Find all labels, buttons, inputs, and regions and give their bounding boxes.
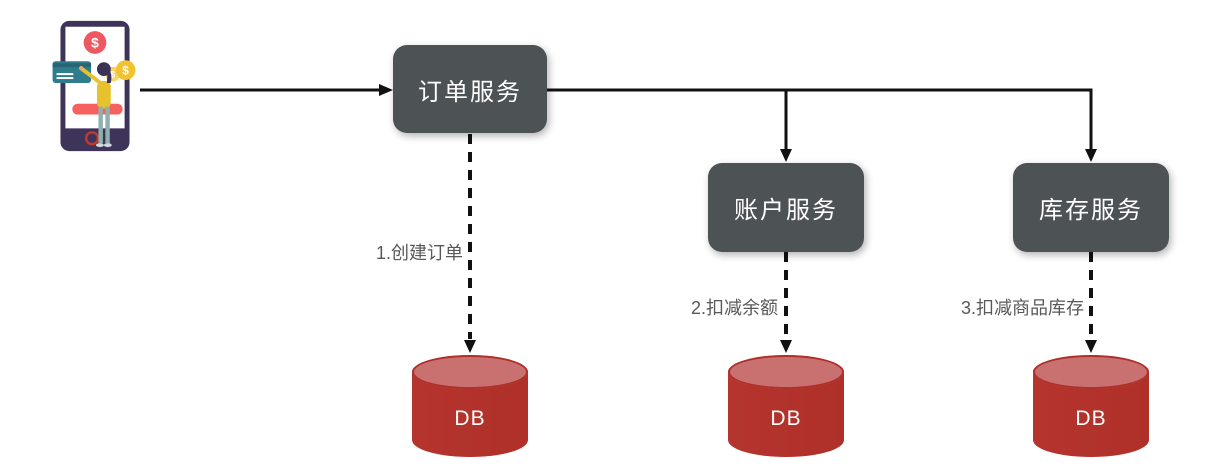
edge-label-deduct-inventory: 3.扣减商品库存 [960, 298, 1084, 318]
edge-label-create-order: 1.创建订单 [375, 243, 463, 263]
arrowhead-user-to-order [379, 84, 393, 96]
node-inventory-db-label: DB [1075, 407, 1107, 430]
arrowhead-inventory-to-db [1085, 340, 1097, 353]
node-account-db-label: DB [770, 407, 802, 430]
credit-card-stripe [52, 63, 92, 68]
node-order-db: DB [412, 355, 528, 457]
node-order-db-label: DB [454, 407, 486, 430]
coin-icon-large [115, 60, 136, 81]
arrowhead-order-to-db [464, 340, 476, 353]
edge-order-to-inventory-line [547, 88, 1093, 149]
coin-symbol-large: $ [122, 64, 129, 78]
user-payment-illustration: $ $ $ [52, 20, 136, 152]
edge-label-deduct-balance: 2.扣减余额 [690, 298, 778, 318]
db-cylinder-top [728, 355, 844, 389]
node-inventory-db: DB [1033, 355, 1149, 457]
phone-home-button [84, 131, 100, 146]
dollar-badge-icon [83, 31, 107, 54]
arrowhead-order-to-account [780, 149, 792, 162]
node-order-service-label: 订单服务 [418, 78, 522, 106]
node-account-service-label: 账户服务 [734, 197, 838, 224]
node-inventory-service: 库存服务 [1013, 163, 1169, 252]
dollar-badge-symbol: $ [91, 34, 99, 50]
arrowhead-account-to-db [780, 340, 792, 353]
node-order-service: 订单服务 [393, 45, 547, 133]
node-account-service: 账户服务 [708, 163, 864, 252]
credit-card-line [56, 77, 74, 80]
node-inventory-service-label: 库存服务 [1039, 197, 1143, 224]
person-icon [79, 62, 112, 148]
credit-card-line [56, 73, 74, 76]
db-cylinder-top [412, 355, 528, 389]
arrowhead-order-to-inventory [1085, 149, 1097, 162]
node-account-db: DB [728, 355, 844, 457]
coin-symbol-small: $ [110, 70, 115, 80]
payment-bar [72, 103, 123, 115]
db-cylinder-top [1033, 355, 1149, 389]
